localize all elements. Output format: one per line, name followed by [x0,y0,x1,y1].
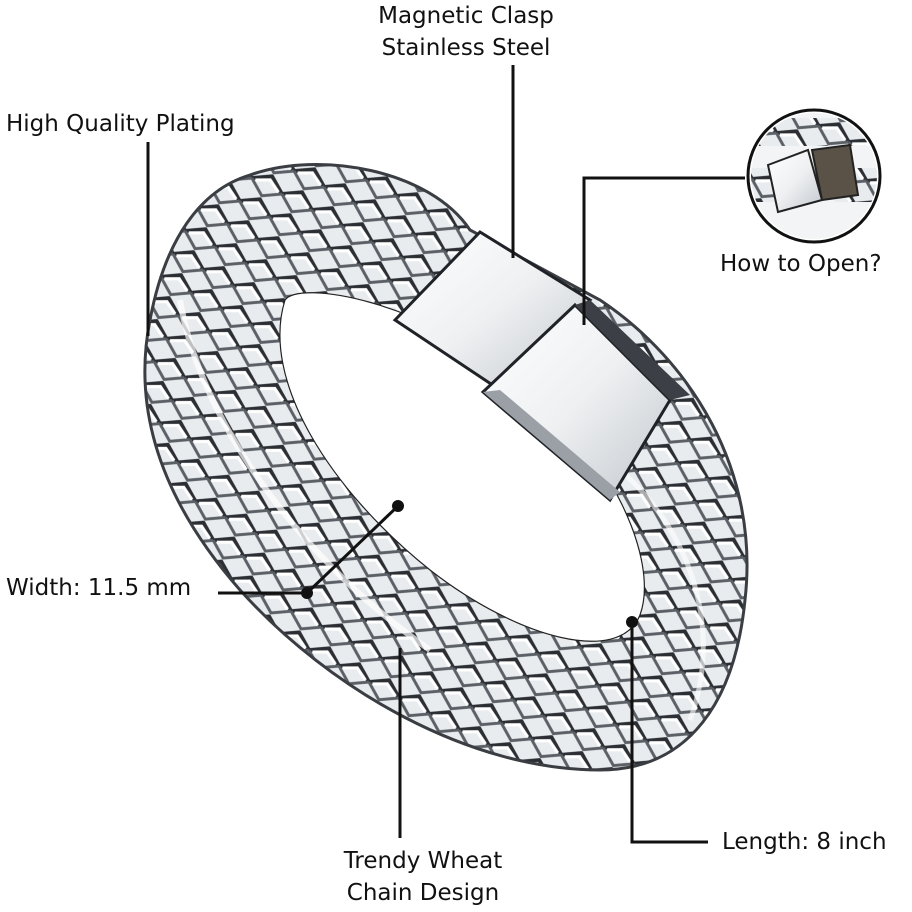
magnetic-clasp-label: Magnetic Clasp Stainless Steel [348,0,584,64]
magnetic-clasp-line2: Stainless Steel [381,35,551,61]
leader-line-how-to-open [582,176,745,325]
magnetic-clasp-line1: Magnetic Clasp [378,3,554,29]
wheat-chain-line1: Trendy Wheat [343,848,503,874]
wheat-chain-line2: Chain Design [346,880,500,906]
magnetic-clasp [392,230,690,503]
plating-label: High Quality Plating [6,111,235,137]
how-to-open-inset [746,108,882,244]
how-to-open-label: How to Open? [720,251,882,277]
length-label: Length: 8 inch [722,829,887,855]
width-label: Width: 11.5 mm [6,575,192,601]
wheat-chain-label: Trendy Wheat Chain Design [318,845,528,909]
leader-dots [301,500,638,628]
bracelet-chain [143,162,749,772]
leader-line-length [630,622,708,844]
